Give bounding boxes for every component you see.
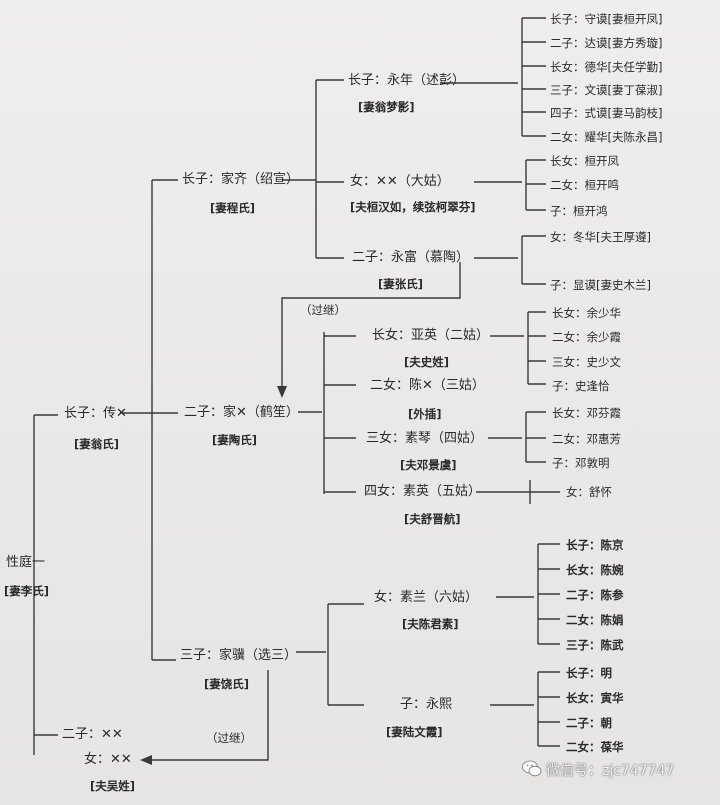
sangu-name: 二女：陈✕（三姑）	[370, 378, 485, 393]
sigu-child: 子：邓敦明	[552, 456, 610, 470]
jiax-spouse: [妻陶氏]	[212, 433, 258, 447]
son2-name: 二子：✕✕	[62, 727, 123, 742]
yongxi-child: 二子：朝	[566, 716, 612, 730]
sigu-child: 长女：邓芬霞	[552, 406, 621, 420]
dagu-name: 女：✕✕（大姑）	[350, 174, 450, 189]
wugu-child: 女：舒怀	[566, 485, 612, 499]
yongfu-child: 女：冬华[夫王厚遵]	[550, 230, 651, 244]
yongnian-child: 三子：文谟[妻丁葆淑]	[550, 83, 663, 97]
yongnian-name: 长子：永年（述彭）	[348, 73, 466, 88]
jiaqi-spouse: [妻程氏]	[210, 201, 256, 215]
liugu-name: 女：素兰（六姑）	[374, 590, 479, 605]
wugu-name: 四女：素英（五姑）	[364, 484, 482, 499]
yongfu-name: 二子：永富（慕陶）	[352, 250, 470, 265]
yongnian-child: 长子：守谟[妻桓开凤]	[550, 12, 663, 26]
erga-child: 三女：史少文	[552, 355, 621, 369]
son1-spouse: [妻翁氏]	[74, 437, 120, 451]
wechat-icon	[522, 760, 542, 777]
jiax-name: 二子：家✕（鹤笙）	[184, 405, 299, 420]
dagu-child: 子：桓开鸿	[550, 204, 608, 218]
yongxi-spouse: [妻陆文霞]	[386, 725, 443, 739]
daughter-spouse: [夫吴姓]	[90, 779, 136, 793]
liugu-child: 二女：陈娟	[566, 613, 624, 627]
dagu-spouse: [夫桓汉如，续弦柯翠芬]	[350, 200, 476, 214]
sigu-child: 二女：邓惠芳	[552, 432, 621, 446]
sigu-name: 三女：素琴（四姑）	[366, 431, 484, 446]
erga-spouse: [夫史姓]	[404, 355, 450, 369]
jiaqi-name: 长子：家齐（绍宣）	[182, 172, 300, 187]
liugu-child: 三子：陈武	[566, 638, 624, 652]
watermark-text: 微信号：zjc747747	[546, 763, 675, 779]
liugu-child: 二子：陈参	[566, 588, 624, 602]
yongxi-name: 子：永熙	[400, 697, 453, 712]
adoption-label: （过继）	[206, 731, 252, 745]
yongxi-child: 长子：明	[566, 666, 612, 680]
yongxi-child: 二女：葆华	[566, 740, 624, 754]
erga-child: 长女：余少华	[552, 306, 621, 320]
yongnian-child: 二女：耀华[夫陈永昌]	[550, 130, 663, 144]
yongnian-spouse: [妻翁梦影]	[358, 100, 415, 114]
adoption-label: （过继）	[300, 303, 346, 317]
liugu-child: 长女：陈婉	[566, 563, 624, 577]
jiaji-name: 三子：家骥（选三）	[180, 648, 298, 663]
liugu-child: 长子：陈京	[566, 538, 624, 552]
wugu-spouse: [夫舒晋航]	[404, 512, 461, 526]
erga-child: 子：史逢恰	[552, 379, 610, 393]
root-spouse: [妻李氏]	[4, 584, 50, 598]
yongnian-child: 二子：达谟[妻方秀璇]	[550, 36, 663, 50]
erga-name: 长女：亚英（二姑）	[372, 328, 490, 343]
jiaji-spouse: [妻饶氏]	[204, 677, 250, 691]
dagu-child: 二女：桓开鸣	[550, 178, 619, 192]
yongnian-child: 长女：德华[夫任学勤]	[550, 60, 663, 74]
sangu-spouse: [外插]	[408, 407, 442, 421]
daughter-name: 女：✕✕	[84, 752, 132, 767]
yongfu-spouse: [妻张氏]	[378, 277, 424, 291]
yongnian-child: 四子：式谟[妻马韵枝]	[550, 106, 663, 120]
sigu-spouse: [夫邓景虞]	[400, 458, 457, 472]
dagu-child: 长女：桓开凤	[550, 154, 619, 168]
root-name: 性庭一	[6, 555, 46, 570]
yongxi-child: 长女：寅华	[566, 691, 624, 705]
son1-name: 长子：传✕	[64, 406, 127, 421]
yongfu-child: 子：显谟[妻史木兰]	[550, 278, 651, 292]
erga-child: 二女：余少霞	[552, 330, 621, 344]
liugu-spouse: [夫陈君素]	[402, 617, 459, 631]
